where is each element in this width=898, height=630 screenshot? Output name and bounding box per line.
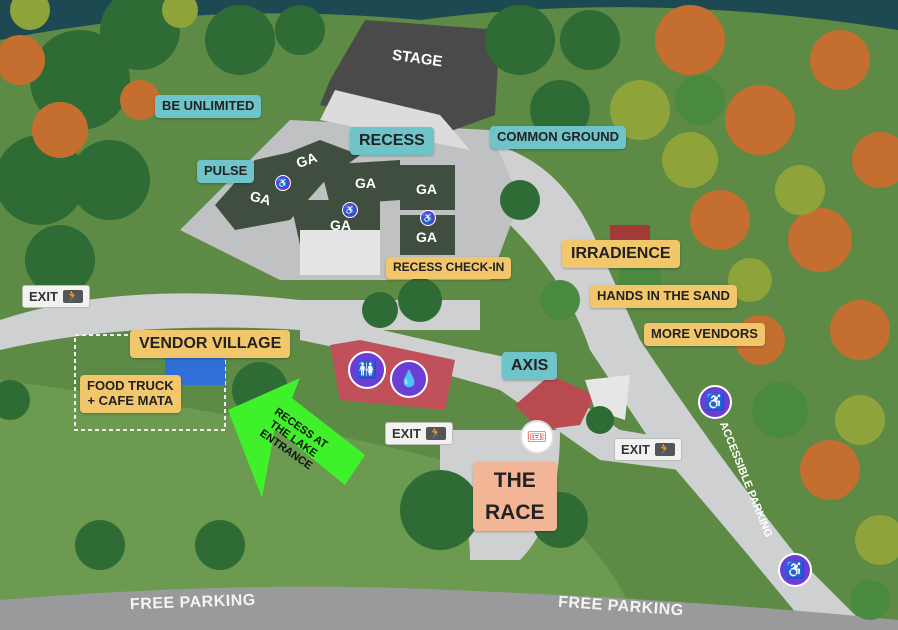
area-irradience[interactable]: IRRADIENCE: [562, 240, 680, 269]
ga-label: GA: [416, 229, 437, 245]
exit-running-icon: 🏃: [62, 290, 83, 303]
exit-label: EXIT: [392, 426, 421, 441]
area-common-ground[interactable]: COMMON GROUND: [490, 126, 627, 149]
area-more-vendors[interactable]: MORE VENDORS: [644, 323, 765, 346]
accessible-viewing-icon: ♿: [342, 202, 358, 218]
exit-label: EXIT: [621, 442, 650, 457]
area-recess[interactable]: RECESS: [350, 127, 434, 156]
exit-label: EXIT: [29, 289, 58, 304]
restroom-accessible-icon: 🚻: [348, 351, 386, 389]
area-hands-in-the-sand[interactable]: HANDS IN THE SAND: [590, 285, 737, 308]
area-vendor-village[interactable]: VENDOR VILLAGE: [130, 330, 291, 359]
exit-sign-west[interactable]: EXIT 🏃: [22, 285, 90, 308]
accessible-viewing-icon: ♿: [275, 175, 291, 191]
area-the-race[interactable]: THE RACE: [473, 462, 557, 531]
ga-label: GA: [416, 181, 437, 197]
area-pulse[interactable]: PULSE: [197, 160, 255, 183]
area-be-unlimited[interactable]: BE UNLIMITED: [155, 95, 262, 118]
accessible-viewing-icon: ♿: [420, 210, 436, 226]
exit-running-icon: 🏃: [654, 443, 675, 456]
exit-sign-east[interactable]: EXIT 🏃: [614, 438, 682, 461]
area-recess-check-in[interactable]: RECESS CHECK-IN: [386, 257, 512, 279]
exit-sign-center[interactable]: EXIT 🏃: [385, 422, 453, 445]
exit-running-icon: 🏃: [425, 427, 446, 440]
area-axis[interactable]: AXIS: [502, 352, 558, 381]
accessible-parking-icon[interactable]: ♿: [778, 553, 812, 587]
water-station-icon: 💧: [390, 360, 428, 398]
ga-label: GA: [330, 217, 351, 233]
race-ticket-icon: 🎟: [520, 420, 554, 454]
accessible-parking-icon[interactable]: ♿: [698, 385, 732, 419]
area-food-truck[interactable]: FOOD TRUCK + CAFE MATA: [80, 375, 181, 413]
ga-label: GA: [355, 175, 376, 191]
